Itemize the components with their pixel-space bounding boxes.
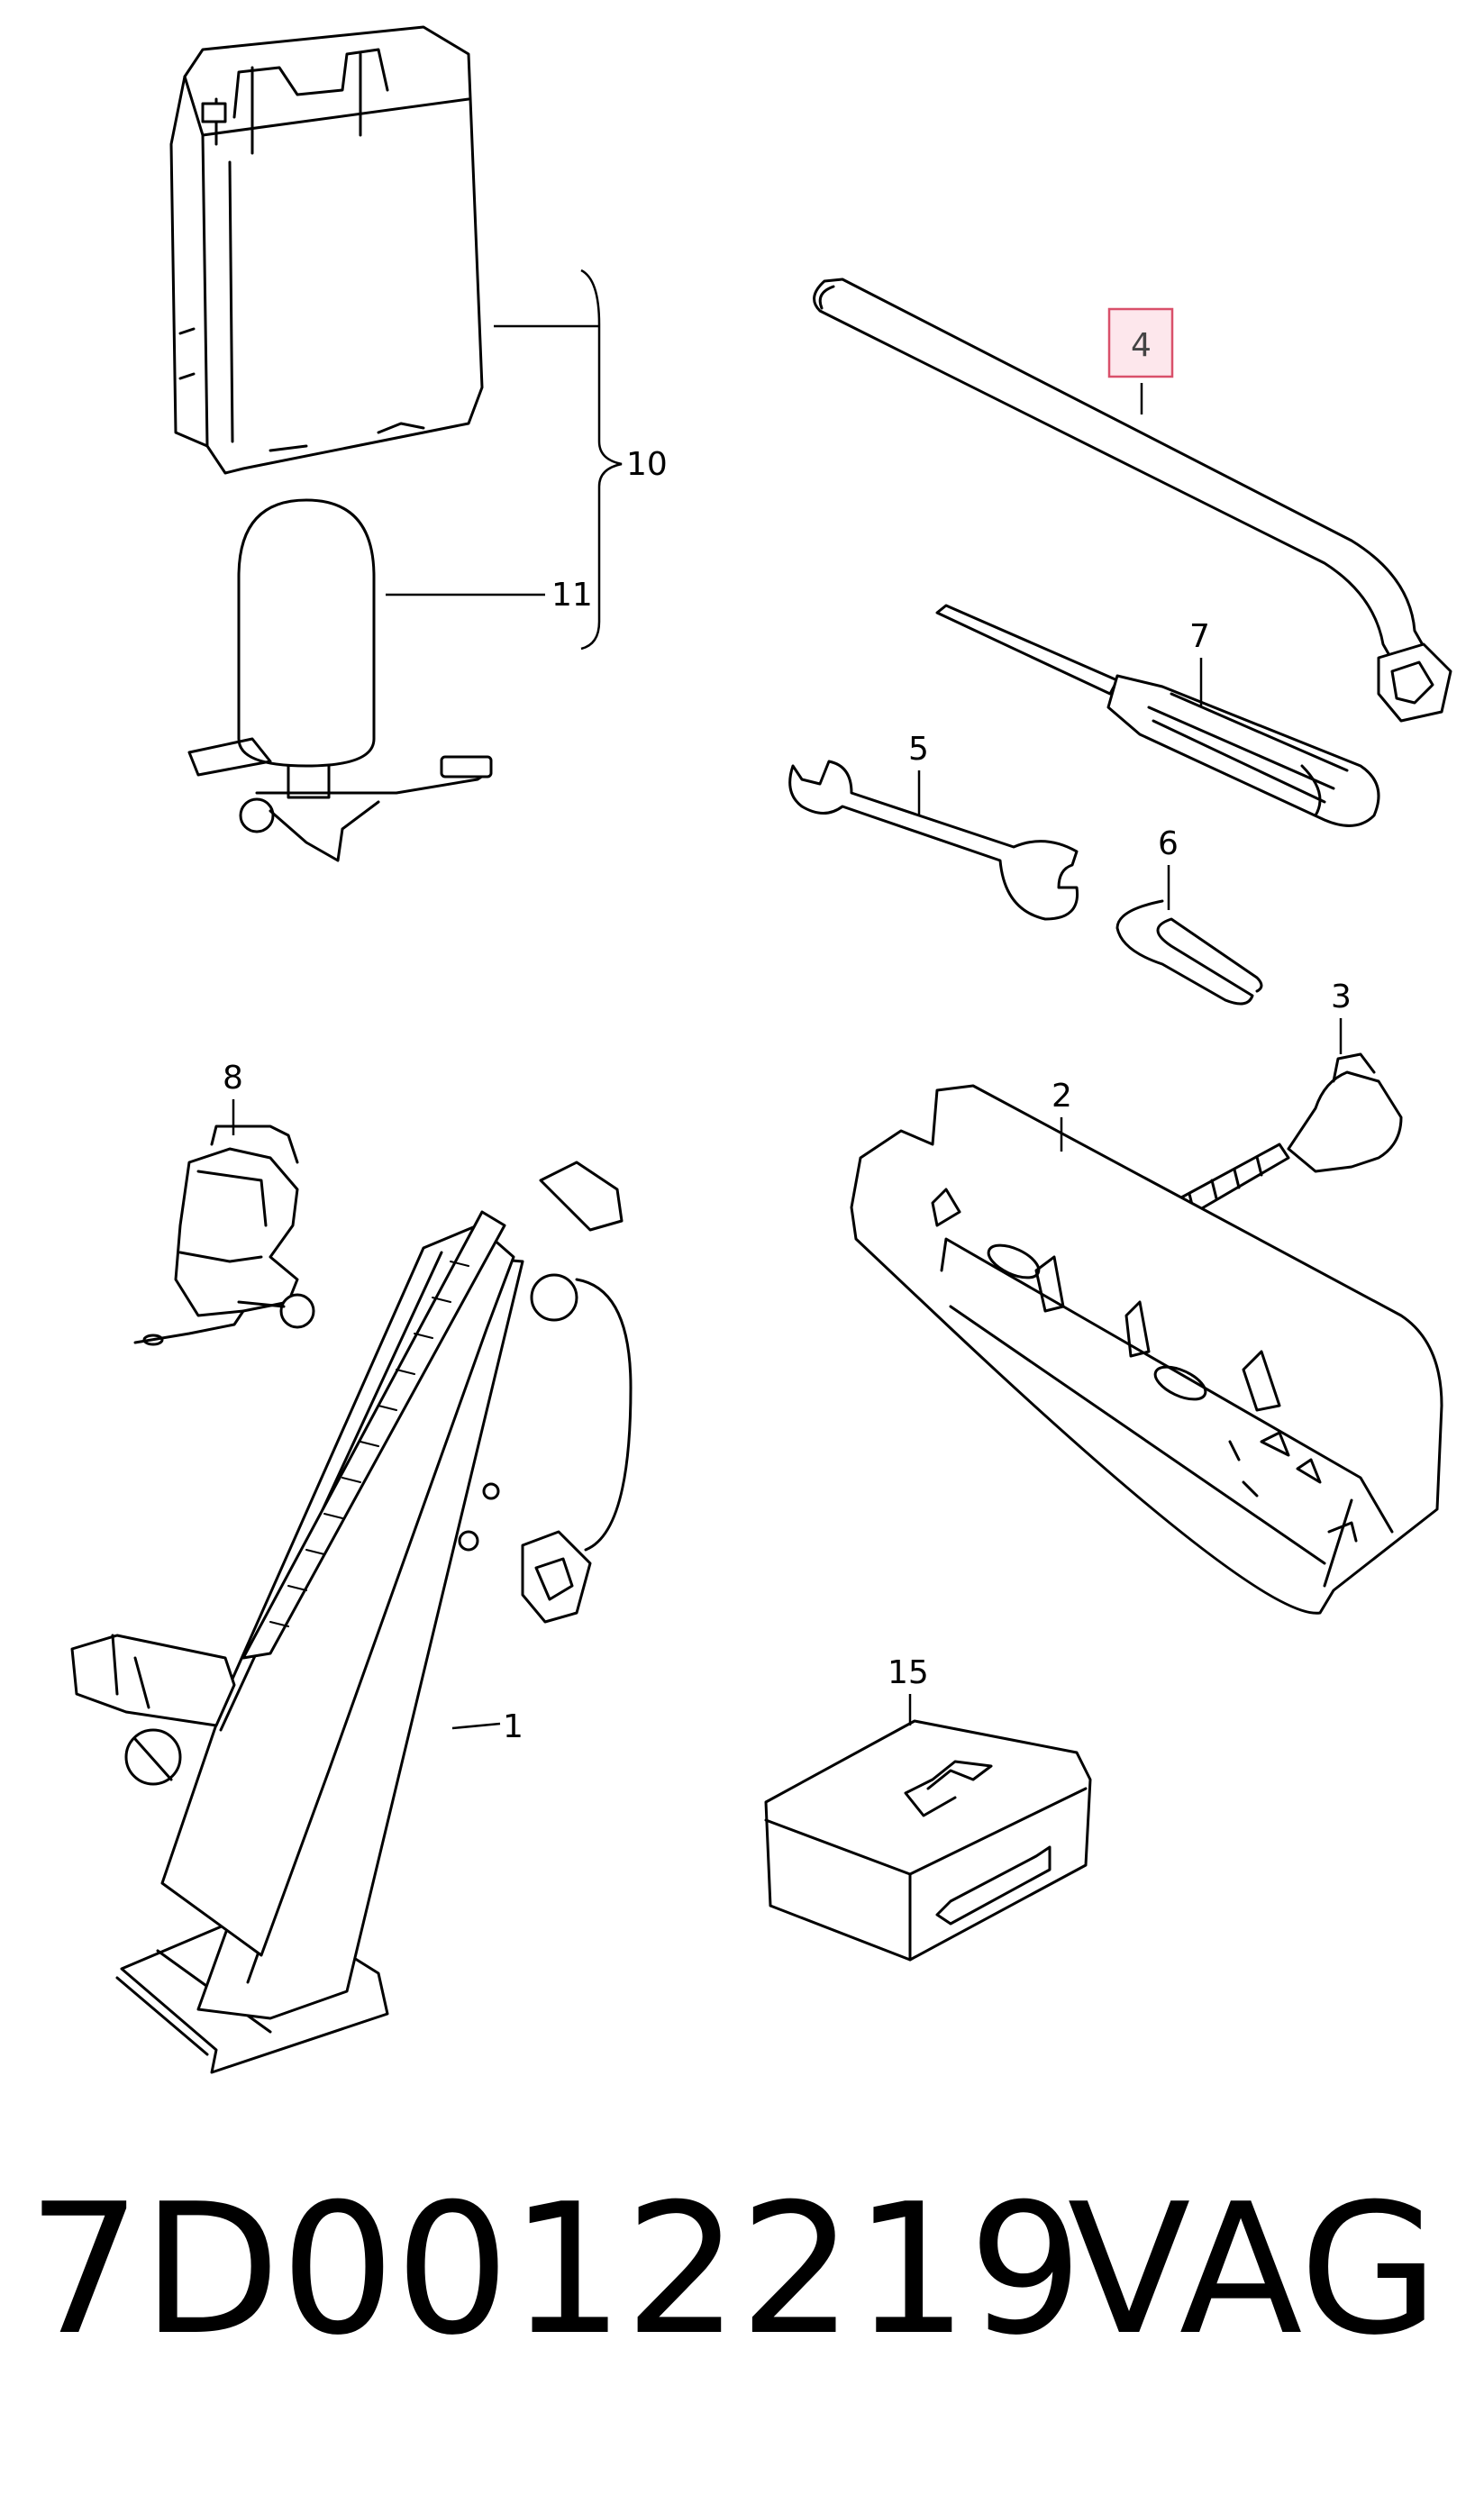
callout-4-highlight [1107, 307, 1174, 378]
tool-case-illustration [764, 1719, 1092, 1962]
callout-7: 7 [1189, 618, 1210, 655]
fuel-can-illustration [169, 25, 484, 475]
part-number: 7D0012219 [27, 2165, 1083, 2375]
callout-10: 10 [626, 446, 668, 483]
brand-name: VAG [1067, 2165, 1439, 2375]
callout-6: 6 [1158, 825, 1179, 862]
footer: 7D0012219 VAG [0, 2163, 1484, 2379]
gas-bottle-illustration [187, 498, 493, 862]
callout-5: 5 [908, 731, 929, 768]
tool-tray-illustration [850, 1084, 1443, 1615]
scissor-jack-illustration [70, 1161, 633, 2074]
wheel-wrench-illustration [813, 278, 1452, 723]
leader-1 [451, 1722, 501, 1730]
group-bracket [386, 269, 623, 651]
wire-clip-illustration [1115, 899, 1263, 1006]
callout-3: 3 [1331, 979, 1352, 1015]
wing-bolt-illustration [1170, 1052, 1403, 1223]
callout-8: 8 [223, 1060, 243, 1097]
callout-15: 15 [888, 1654, 929, 1691]
spanner-illustration [788, 760, 1079, 921]
callout-4: 4 [1131, 327, 1152, 364]
mount-bracket-illustration [133, 1125, 315, 1346]
callout-2: 2 [1052, 1078, 1072, 1115]
callout-1: 1 [503, 1708, 523, 1745]
callout-11: 11 [551, 577, 593, 614]
screwdriver-illustration [935, 604, 1380, 827]
